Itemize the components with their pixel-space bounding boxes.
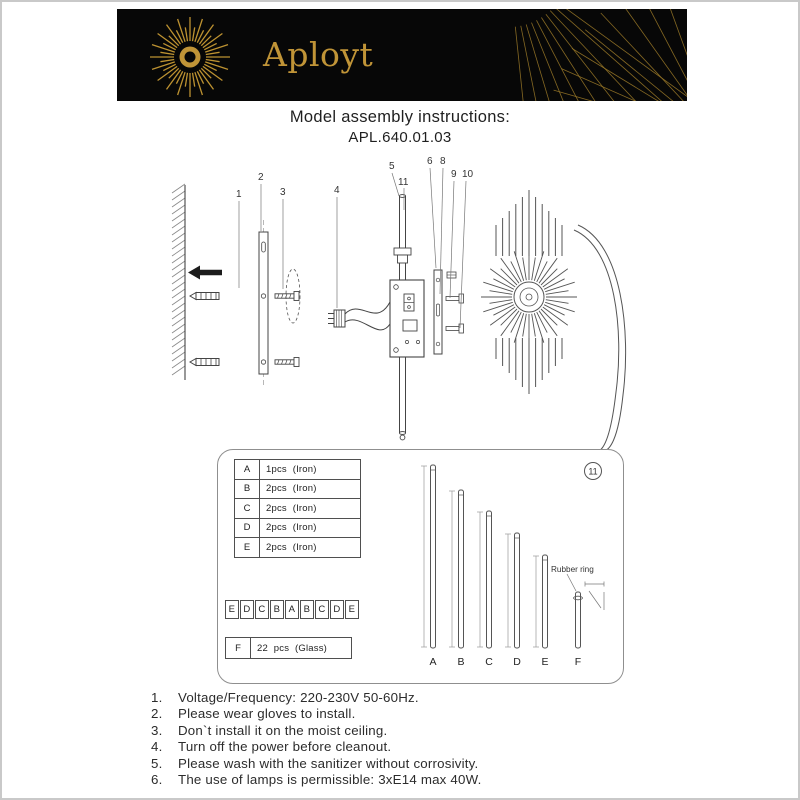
part-qty: 1pcs (Iron): [259, 459, 361, 480]
instruction-item: 4. Turn off the power before cleanout.: [151, 739, 482, 755]
callout-labels: 1 2 3 4 5 11 6 8 9 10: [236, 156, 474, 329]
instruction-number: 1.: [151, 690, 163, 705]
instruction-number: 4.: [151, 739, 163, 755]
assembly-sequence: E D C B A B C D E: [225, 600, 359, 619]
part-letter: D: [234, 517, 260, 538]
table-row: A 1pcs (Iron): [234, 459, 361, 480]
sequence-box: A: [285, 600, 299, 619]
instruction-number: 2.: [151, 706, 163, 722]
rubber-ring-label: Rubber ring: [551, 565, 594, 574]
instruction-text: Please wear gloves to install.: [178, 706, 356, 722]
page-title: Model assembly instructions:: [289, 108, 511, 126]
instruction-number: 6.: [151, 772, 163, 788]
part-letter: F: [225, 637, 251, 659]
wall-mount-body: [389, 279, 425, 358]
instruction-text: Turn off the power before cleanout.: [178, 739, 392, 755]
sequence-box: C: [315, 600, 329, 619]
callout-4: 4: [334, 185, 340, 196]
ref-11-badge: 11: [584, 462, 602, 480]
instruction-item: 6. The use of lamps is permissible: 3xE1…: [151, 772, 482, 788]
part-qty: 2pcs (Iron): [259, 478, 361, 499]
ref-11-number: 11: [588, 467, 597, 477]
sequence-box: B: [300, 600, 314, 619]
callout-9: 9: [451, 169, 457, 180]
instruction-item: 1. Voltage/Frequency: 220-230V 50-60Hz.: [151, 690, 482, 706]
instruction-list: 1. Voltage/Frequency: 220-230V 50-60Hz. …: [151, 690, 482, 788]
tube-label-d: D: [513, 656, 521, 668]
wire-connector: [328, 309, 346, 328]
tubes: [421, 464, 548, 649]
table-row: C 2pcs (Iron): [234, 498, 361, 519]
instruction-text: Voltage/Frequency: 220-230V 50-60Hz.: [178, 690, 419, 705]
part-qty: 2pcs (Iron): [259, 498, 361, 519]
instruction-number: 3.: [151, 722, 163, 738]
mounting-bracket: [258, 220, 269, 386]
ceiling-plate: [433, 269, 457, 355]
callout-3: 3: [280, 187, 286, 198]
callout-11: 11: [398, 177, 409, 188]
parts-panel: Rubber ring 11 A B C D E F A 1pcs (Iron)…: [217, 449, 624, 684]
wire: [344, 319, 391, 331]
sequence-box: C: [255, 600, 269, 619]
wall-section: [171, 183, 186, 380]
sequence-box: D: [330, 600, 344, 619]
tube-label-e: E: [541, 656, 548, 668]
table-row: B 2pcs (Iron): [234, 478, 361, 499]
table-row: F 22 pcs (Glass): [225, 637, 352, 659]
wire: [344, 301, 391, 315]
glass-tube-f: [566, 573, 605, 649]
callout-6: 6: [427, 156, 433, 167]
callout-10: 10: [462, 169, 474, 180]
sequence-box: E: [345, 600, 359, 619]
brand-banner: Aployt: [117, 9, 687, 101]
callout-8: 8: [440, 156, 446, 167]
rotation-guide: [285, 268, 301, 324]
callout-2: 2: [258, 172, 264, 183]
part-qty: 22 pcs (Glass): [250, 637, 352, 659]
instruction-number: 5.: [151, 755, 163, 771]
part-letter: A: [234, 459, 260, 480]
tube-label-a: A: [429, 656, 436, 668]
instruction-text: The use of lamps is permissible: 3xE14 m…: [178, 772, 482, 788]
part-letter: C: [234, 498, 260, 519]
instruction-item: 5. Please wash with the sanitizer withou…: [151, 756, 482, 772]
part-letter: E: [234, 537, 260, 558]
table-row: D 2pcs (Iron): [234, 517, 361, 538]
instruction-text: Don`t install it on the moist ceiling.: [178, 722, 388, 738]
decorative-rays: [514, 9, 687, 101]
model-number: APL.640.01.03: [348, 129, 452, 146]
starburst-logo: [150, 17, 230, 97]
part-qty: 2pcs (Iron): [259, 517, 361, 538]
callout-5: 5: [389, 161, 395, 172]
part-letter: B: [234, 478, 260, 499]
mounting-screw: [274, 291, 300, 301]
glass-table: F 22 pcs (Glass): [225, 637, 352, 659]
sequence-box: D: [240, 600, 254, 619]
brand-name: Aployt: [263, 35, 374, 74]
instruction-item: 3. Don`t install it on the moist ceiling…: [151, 723, 482, 739]
tube-length-diagram: Rubber ring 11 A B C D E F: [421, 462, 605, 668]
tube-label-c: C: [485, 656, 493, 668]
parts-table: A 1pcs (Iron) B 2pcs (Iron) C 2pcs (Iron…: [234, 459, 361, 558]
assembly-diagram: 1 2 3 4 5 11 6 8 9 10: [171, 156, 627, 452]
table-row: E 2pcs (Iron): [234, 537, 361, 558]
tube-label-b: B: [457, 656, 464, 668]
sequence-box: B: [270, 600, 284, 619]
tube-label-f: F: [575, 656, 581, 668]
finished-lamp: [481, 190, 627, 452]
callout-1: 1: [236, 189, 242, 200]
sequence-box: E: [225, 600, 239, 619]
direction-arrow-icon: [188, 265, 222, 280]
part-qty: 2pcs (Iron): [259, 537, 361, 558]
wall-plug: [189, 291, 220, 301]
instruction-item: 2. Please wear gloves to install.: [151, 706, 482, 722]
instruction-text: Please wash with the sanitizer without c…: [178, 755, 479, 771]
